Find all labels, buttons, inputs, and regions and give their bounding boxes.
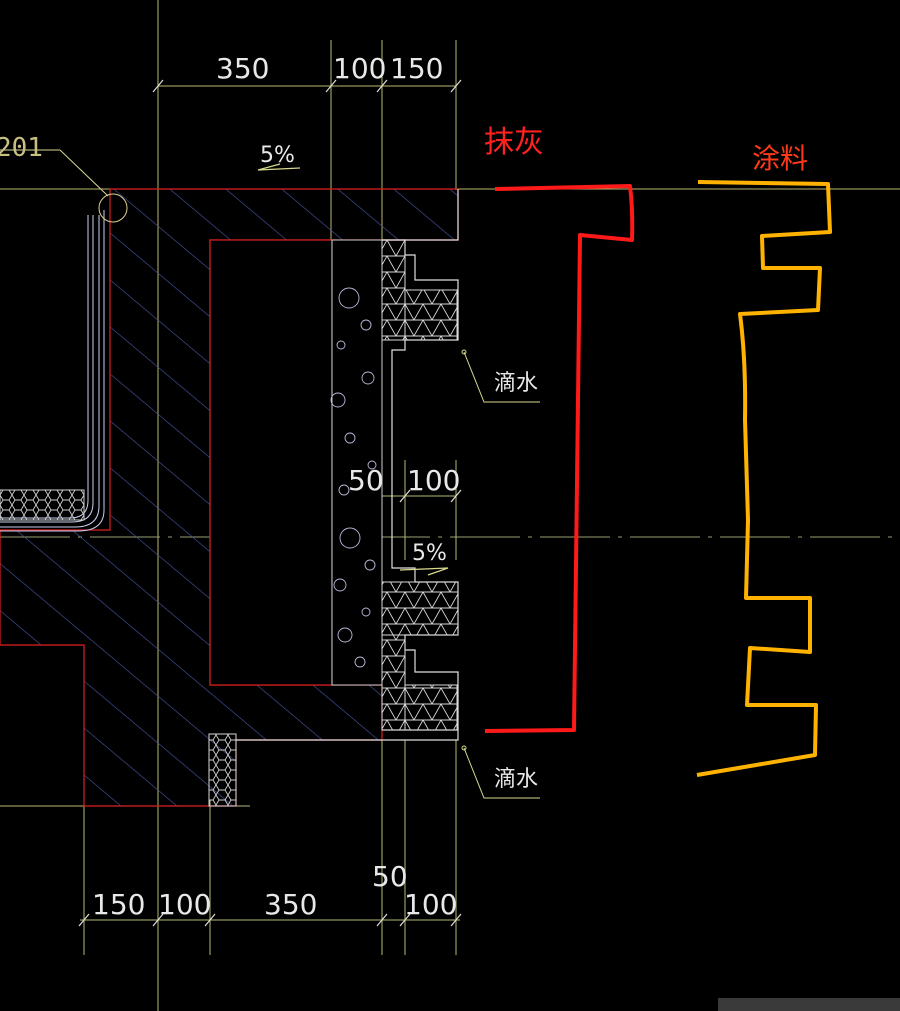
drip-label-top: 滴水	[494, 371, 538, 396]
dim-bottom-extra: 50	[372, 860, 408, 893]
mesh-blocks	[208, 239, 459, 807]
dim-middle-1: 50	[348, 464, 384, 497]
coating-label: 涂料	[752, 142, 808, 175]
insulation-strip	[330, 239, 383, 686]
dim-top-3: 150	[390, 52, 443, 85]
plaster-label: 抹灰	[484, 125, 544, 160]
status-strip	[718, 998, 900, 1011]
drip-profile	[236, 189, 459, 741]
slope-label-middle: 5%	[412, 541, 447, 566]
inner-void	[209, 239, 333, 686]
dim-top-1: 350	[216, 52, 269, 85]
drip-leaders	[461, 349, 540, 799]
dimension-ticks	[78, 79, 462, 927]
drip-label-bottom: 滴水	[494, 767, 538, 792]
plaster-profile-line	[484, 184, 635, 733]
dim-bottom-2: 100	[158, 888, 211, 921]
slope-arrows	[257, 163, 449, 576]
reference-number: 201	[0, 133, 43, 163]
dim-middle-2: 100	[407, 464, 460, 497]
dim-bottom-1: 150	[92, 888, 145, 921]
coating-profile-line	[696, 180, 832, 777]
left-flashing	[0, 149, 128, 532]
dim-bottom-3: 350	[264, 888, 317, 921]
dim-top-2: 100	[333, 52, 386, 85]
dim-bottom-4: 100	[404, 888, 457, 921]
slope-label-top: 5%	[260, 143, 295, 168]
